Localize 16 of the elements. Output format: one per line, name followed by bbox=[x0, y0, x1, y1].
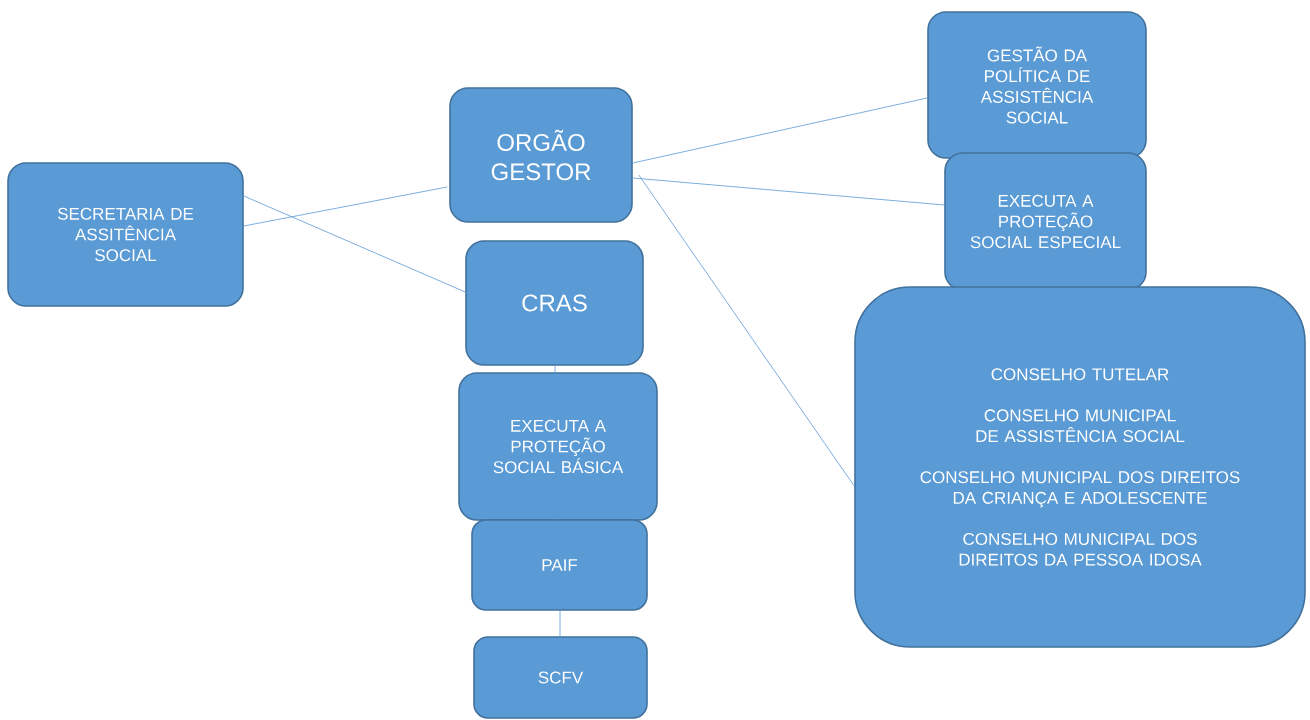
connector-line bbox=[243, 186, 448, 227]
connector-line bbox=[632, 97, 928, 164]
process-box: SCFV bbox=[473, 636, 648, 719]
process-box: PAIF bbox=[471, 519, 648, 611]
connector-line bbox=[554, 365, 556, 373]
process-box: EXECUTA A PROTEÇÃO SOCIAL BÁSICA bbox=[458, 372, 658, 521]
connector-line bbox=[243, 195, 466, 293]
process-box: CRAS bbox=[465, 240, 644, 366]
connector-line bbox=[638, 174, 855, 487]
process-box: GESTÃO DA POLÍTICA DE ASSISTÊNCIA SOCIAL bbox=[927, 11, 1147, 159]
process-box: SECRETARIA DE ASSITÊNCIA SOCIAL bbox=[7, 162, 244, 307]
process-box: CONSELHO TUTELAR CONSELHO MUNICIPAL DE ASSISTÊNCIA SOCIAL CONSELHO MUNICIPAL DOS DIREITOS DA CRIANÇA E ADOLESCENTE CONSELHO MUNICIPAL DOS DIREITOS DA PESSOA IDOSA bbox=[854, 286, 1306, 648]
process-box: EXECUTA A PROTEÇÃO SOCIAL ESPECIAL bbox=[944, 152, 1147, 291]
connector-line bbox=[632, 177, 945, 206]
connector-line bbox=[559, 610, 561, 637]
process-box: ORGÃO GESTOR bbox=[449, 87, 633, 223]
